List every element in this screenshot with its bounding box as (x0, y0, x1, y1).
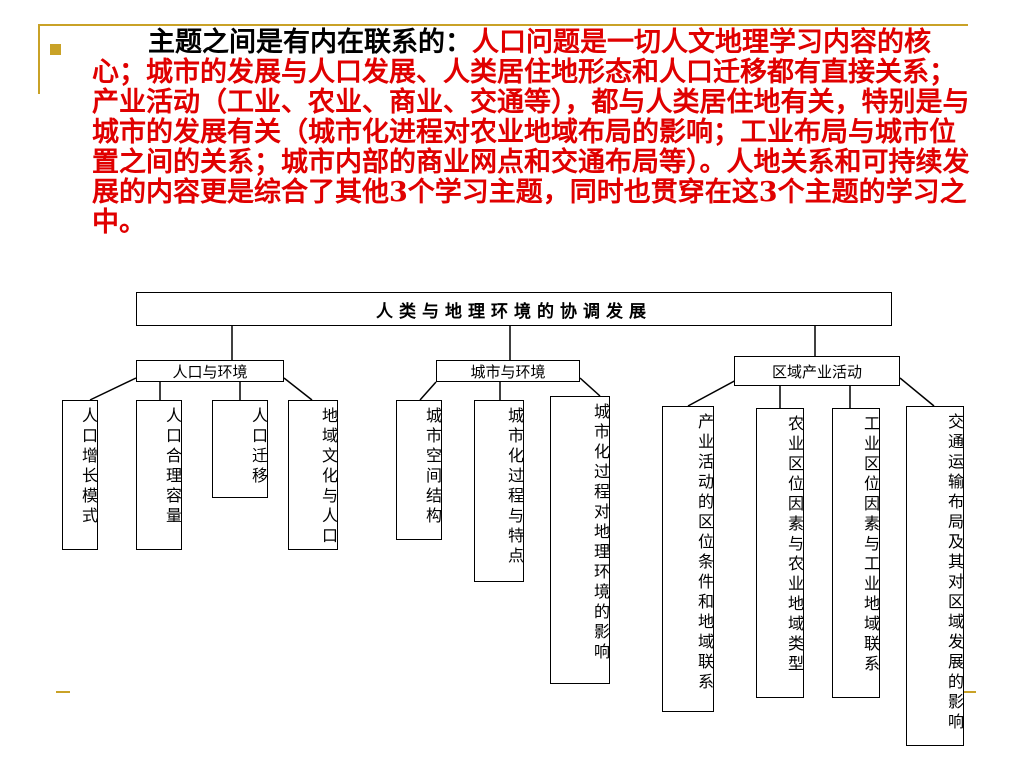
group-city: 城市与环境 (436, 360, 580, 382)
child-culture-population: 地域文化与人口 (288, 400, 338, 550)
child-city-structure: 城市空间结构 (396, 400, 442, 540)
child-urbanization: 城市化过程与特点 (474, 400, 524, 582)
bottom-right-rule (962, 691, 976, 693)
child-transport: 交通运输布局及其对区域发展的影响 (906, 406, 964, 746)
bullet-icon (50, 44, 61, 55)
group-industry: 区域产业活动 (734, 356, 900, 386)
left-rule (38, 24, 40, 94)
child-population-capacity: 人口合理容量 (136, 400, 182, 550)
paragraph-lead: 主题之间是有内在联系的： (148, 27, 472, 58)
child-industry-location: 产业活动的区位条件和地域联系 (662, 406, 714, 712)
child-urbanization-impact: 城市化过程对地理环境的影响 (550, 396, 610, 684)
top-rule (38, 24, 968, 26)
child-migration: 人口迁移 (212, 400, 268, 498)
child-population-growth: 人口增长模式 (62, 400, 98, 550)
bottom-left-rule (56, 691, 70, 693)
paragraph-body: 人口问题是一切人文地理学习内容的核心；城市的发展与人口发展、人类居住地形态和人口… (92, 27, 970, 238)
main-paragraph: 主题之间是有内在联系的：人口问题是一切人文地理学习内容的核心；城市的发展与人口发… (92, 28, 972, 238)
child-agriculture: 农业区位因素与农业地域类型 (756, 408, 804, 698)
child-industrial-region: 工业区位因素与工业地域联系 (832, 408, 880, 698)
diagram-root: 人类与地理环境的协调发展 (136, 292, 892, 326)
group-population: 人口与环境 (136, 360, 284, 382)
